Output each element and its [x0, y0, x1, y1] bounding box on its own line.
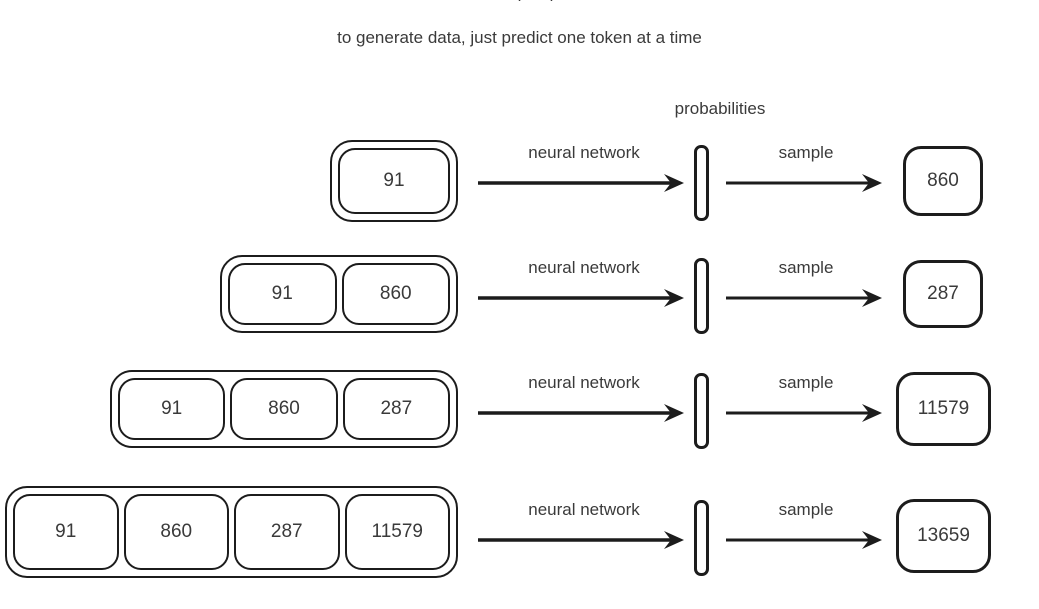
sampled-token-output[interactable]: 287 [903, 260, 983, 328]
sample-arrow [726, 527, 886, 553]
sample-arrow [726, 170, 886, 196]
neural-network-label: neural network [528, 143, 640, 162]
token-box[interactable]: 860 [341, 263, 450, 325]
sequence-row-1: 91 neural network sample 860 [0, 140, 1039, 240]
neural-network-arrow [478, 400, 690, 426]
neural-network-label: neural network [528, 500, 640, 519]
context-window-4: 91 860 287 11579 [5, 486, 458, 578]
token-box[interactable]: 860 [230, 378, 338, 440]
probability-bar [694, 258, 709, 334]
token-box[interactable]: 91 [118, 378, 226, 440]
sampled-token-output[interactable]: 860 [903, 146, 983, 216]
token-box[interactable]: 91 [228, 263, 337, 325]
context-window-2: 91 860 [220, 255, 458, 333]
neural-network-arrow [478, 170, 690, 196]
page-caption: to generate data, just predict one token… [337, 28, 702, 47]
sampled-token-output[interactable]: 11579 [896, 372, 991, 446]
token-box[interactable]: 91 [13, 494, 119, 570]
token-box[interactable]: 287 [234, 494, 340, 570]
sample-label: sample [778, 500, 834, 519]
token-box[interactable]: 91 [338, 148, 450, 214]
sample-label: sample [778, 258, 834, 277]
neural-network-arrow [478, 285, 690, 311]
neural-network-label: neural network [528, 373, 640, 392]
sample-label: sample [778, 143, 834, 162]
probability-bar [694, 500, 709, 576]
context-window-1: 91 [330, 140, 458, 222]
token-box[interactable]: 860 [123, 494, 229, 570]
neural-network-arrow [478, 527, 690, 553]
neural-network-label: neural network [528, 258, 640, 277]
sequence-row-4: 91 860 287 11579 neural network sample 1… [0, 486, 1039, 586]
probability-bar [694, 373, 709, 449]
token-box[interactable]: 11579 [344, 494, 450, 570]
sequence-row-3: 91 860 287 neural network sample 11579 [0, 370, 1039, 470]
clipped-previous-caption-line: sampling [0, 0, 1039, 1]
probabilities-label: probabilities [674, 99, 766, 118]
sample-arrow [726, 285, 886, 311]
sampled-token-output[interactable]: 13659 [896, 499, 991, 573]
context-window-3: 91 860 287 [110, 370, 458, 448]
token-box[interactable]: 287 [342, 378, 450, 440]
sample-label: sample [778, 373, 834, 392]
sample-arrow [726, 400, 886, 426]
sequence-row-2: 91 860 neural network sample 287 [0, 255, 1039, 355]
probability-bar [694, 145, 709, 221]
